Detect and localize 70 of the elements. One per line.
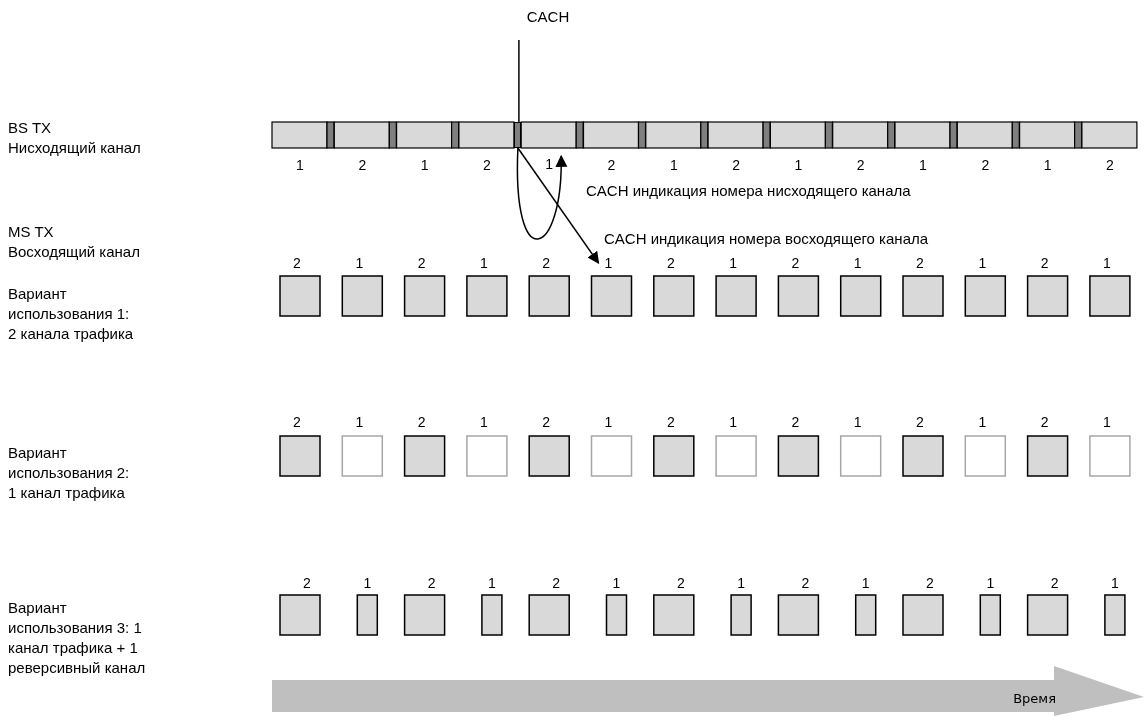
slot-number: 2: [790, 254, 801, 273]
row-label: Нисходящий канал: [8, 138, 142, 158]
slot-number: 1: [354, 254, 365, 273]
cach-label: CACH: [512, 6, 584, 40]
slot-number: 2: [606, 156, 617, 175]
slot-number: 2: [980, 156, 991, 175]
slot-number: 2: [790, 413, 801, 432]
slot-number: 1: [487, 574, 497, 593]
slot-number: 2: [551, 574, 562, 593]
leader-line: [518, 39, 520, 123]
slot-number: 2: [1049, 574, 1060, 593]
row-label: Вариант использования 1: 2 канала трафика: [8, 284, 135, 344]
slot-number: 2: [1039, 254, 1050, 273]
slot-number: 1: [977, 413, 988, 432]
cach-slot: [513, 122, 521, 148]
slot-number: 1: [1102, 254, 1112, 273]
slot-number: 1: [728, 413, 738, 432]
slot-number: 1: [479, 413, 489, 432]
slot-number: 2: [665, 413, 676, 432]
slot-number: 2: [665, 254, 676, 273]
row-label: Восходящий канал: [8, 242, 141, 262]
slot-number: 2: [675, 574, 686, 593]
slot-number: 2: [915, 254, 925, 273]
slot-number: 2: [1105, 156, 1115, 175]
slot-number: 2: [482, 156, 492, 175]
slot-number: 2: [426, 574, 437, 593]
slot-number: 1: [354, 413, 365, 432]
slot-number: 2: [416, 254, 427, 273]
slot-number: 1: [419, 156, 430, 175]
slot-number: 2: [302, 574, 312, 593]
slot-number: 1: [611, 574, 622, 593]
slot-number: 1: [918, 156, 928, 175]
slot-number: 2: [541, 413, 552, 432]
slot-number: 1: [793, 156, 804, 175]
slot-number: 1: [1110, 574, 1120, 593]
slot-number: 2: [292, 254, 302, 273]
slot-number: 1: [668, 156, 679, 175]
slot-number: 1: [596, 253, 621, 273]
slot-number: 1: [537, 154, 562, 174]
slot-number: 2: [357, 156, 368, 175]
slot-number: 1: [985, 574, 996, 593]
time-arrow: [272, 666, 1144, 716]
slot-number: 1: [362, 574, 373, 593]
row-label: Вариант использования 2: 1 канал трафика: [8, 443, 131, 503]
slot-number: 1: [479, 254, 489, 273]
slot-number: 1: [852, 254, 863, 273]
slot-number: 1: [295, 156, 305, 175]
arrow: [517, 147, 600, 264]
slot-number: 2: [1039, 413, 1050, 432]
slot-number: 2: [292, 413, 302, 432]
slot-number: 2: [541, 254, 552, 273]
slot-number: 2: [416, 413, 427, 432]
slot-number: 1: [1102, 413, 1112, 432]
slot-number: 1: [1042, 156, 1053, 175]
slot-number: 1: [728, 254, 738, 273]
slot-number: 2: [731, 156, 741, 175]
slot-number: 1: [860, 574, 871, 593]
row-label: MS TX: [8, 222, 55, 242]
row-label: BS TX: [8, 118, 53, 138]
axis-label: Время: [1013, 690, 1056, 708]
arrow: [516, 147, 567, 240]
slot-number: 2: [800, 574, 811, 593]
slot-number: 1: [977, 254, 988, 273]
slot-number: 1: [852, 413, 863, 432]
row-label: Вариант использования 3: 1 канал трафика + 1 реверсивный канал: [8, 598, 147, 678]
slot-number: 2: [855, 156, 866, 175]
slot-number: 2: [915, 413, 925, 432]
slot-number: 1: [603, 413, 614, 432]
slot-number: 1: [736, 574, 746, 593]
slot-number: 2: [925, 574, 935, 593]
